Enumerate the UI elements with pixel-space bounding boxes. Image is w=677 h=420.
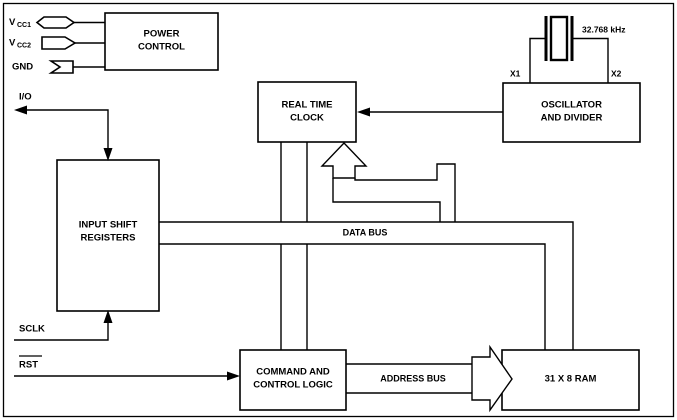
- wire-oscillator-to-rtc-arrowhead: [357, 107, 370, 117]
- crystal-lead-x1: [529, 37, 546, 83]
- pin-gnd-shape: [48, 60, 74, 74]
- terminal-x1-label: X1: [510, 68, 521, 78]
- block-power-control: [104, 12, 219, 71]
- data-bus-to-rtc-arrow: [320, 141, 368, 179]
- wire-sclk: [14, 322, 109, 341]
- terminal-x2-label: X2: [611, 68, 622, 78]
- data-bus-rail-upper: [159, 221, 574, 350]
- pin-gnd-label: GND: [12, 62, 33, 73]
- block-oscillator-label-1: OSCILLATOR: [541, 100, 602, 111]
- pin-sclk-label: SCLK: [19, 324, 45, 335]
- block-ram-label: 31 X 8 RAM: [545, 374, 597, 385]
- pin-vcc1-label: V: [9, 17, 16, 28]
- wire-rst-arrowhead: [227, 371, 240, 381]
- data-bus-rail-lower: [159, 243, 546, 350]
- pin-io-label: I/O: [19, 92, 32, 103]
- wire-sclk-arrowhead: [103, 310, 113, 323]
- crystal-lead-x2: [572, 37, 609, 83]
- pin-vcc2-label: V: [9, 38, 16, 49]
- wire-io-arrowhead: [14, 105, 27, 115]
- block-shift-label-2: REGISTERS: [81, 233, 136, 244]
- block-oscillator-label-2: AND DIVIDER: [541, 113, 603, 124]
- block-command-label-2: CONTROL LOGIC: [253, 380, 333, 391]
- crystal-frequency-label: 32.768 kHz: [582, 24, 625, 34]
- crystal-body: [549, 15, 569, 62]
- block-shift-label-1: INPUT SHIFT: [79, 220, 138, 231]
- pin-vcc1-shape: [35, 16, 76, 29]
- address-bus-arrow: [471, 344, 513, 413]
- data-bus-to-rtc-leg-left: [332, 178, 441, 222]
- block-command-control-logic: [239, 349, 347, 411]
- pin-vcc2-shape: [41, 36, 77, 50]
- address-bus-label: ADDRESS BUS: [380, 373, 446, 383]
- block-command-label-1: COMMAND AND: [256, 367, 330, 378]
- data-bus-label: DATA BUS: [343, 227, 388, 237]
- block-rtc-label-1: REAL TIME: [281, 100, 332, 111]
- wire-io: [26, 109, 109, 152]
- pin-vcc1-subscript: CC1: [17, 22, 31, 29]
- wire-io-down-arrowhead: [103, 148, 113, 161]
- block-power-control-label-1: POWER: [144, 29, 180, 40]
- block-power-control-label-2: CONTROL: [138, 42, 185, 53]
- data-bus-to-rtc-leg-right: [354, 163, 456, 222]
- pin-rst-label: RST: [19, 360, 38, 371]
- pin-vcc2-subscript: CC2: [17, 43, 31, 50]
- block-rtc-label-2: CLOCK: [290, 113, 324, 124]
